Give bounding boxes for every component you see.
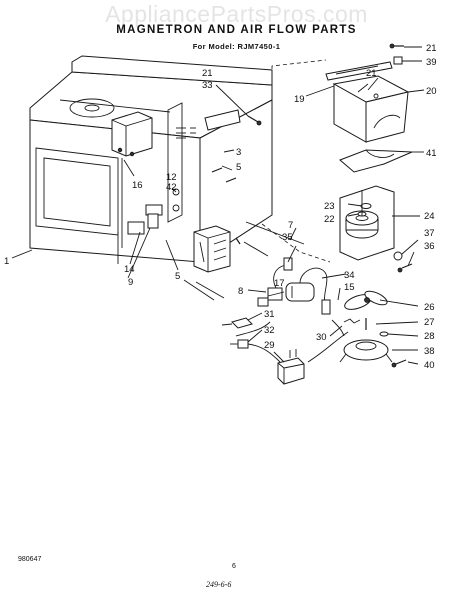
callout-38: 38 (424, 346, 435, 357)
callout-35: 35 (282, 232, 293, 243)
callout-9: 9 (128, 277, 133, 288)
callout-28: 28 (424, 331, 435, 342)
model-subtitle: For Model: RJM7450-1 (192, 42, 281, 51)
air-guide-assembly (325, 43, 413, 173)
callout-33: 33 (202, 80, 213, 91)
callout-7: 7 (288, 220, 293, 231)
callout-21-c: 21 (202, 68, 213, 79)
fan-motor-assembly (339, 185, 413, 273)
callout-17: 17 (274, 278, 285, 289)
callout-19: 19 (294, 94, 305, 105)
callout-23: 23 (324, 201, 335, 212)
callout-14: 14 (124, 264, 135, 275)
callout-22: 22 (324, 214, 335, 225)
callout-29: 29 (264, 340, 275, 351)
callout-32: 32 (264, 325, 275, 336)
callout-39: 39 (426, 57, 437, 68)
callout-12: 12 (166, 172, 177, 183)
handwritten-note: 249-6-6 (206, 580, 232, 589)
callout-8: 8 (238, 286, 243, 297)
page-number: 6 (232, 563, 236, 570)
callout-36: 36 (424, 241, 435, 252)
callout-31: 31 (264, 309, 275, 320)
watermark: AppliancePartsPros.com (105, 1, 368, 27)
fan-blade-and-base (339, 290, 407, 368)
callout-40: 40 (424, 360, 435, 371)
callout-21-b: 21 (366, 68, 377, 79)
callout-numbers: 21 39 19 21 20 21 33 3 5 41 16 12 42 23 … (4, 43, 437, 371)
callout-20: 20 (426, 86, 437, 97)
callout-16: 16 (132, 180, 143, 191)
capacitor-assembly (221, 257, 331, 385)
callout-27: 27 (424, 317, 435, 328)
callout-21-a: 21 (426, 43, 437, 54)
callout-26: 26 (424, 302, 435, 313)
callout-30: 30 (316, 332, 327, 343)
leader-lines (11, 46, 425, 365)
callout-5-b: 5 (175, 271, 180, 282)
callout-42: 42 (166, 182, 177, 193)
callout-24: 24 (424, 211, 435, 222)
callout-34: 34 (344, 270, 355, 281)
callout-3: 3 (236, 147, 241, 158)
callout-41: 41 (426, 148, 437, 159)
cabinet-assembly (29, 55, 273, 263)
callout-5-a: 5 (236, 162, 241, 173)
callout-15: 15 (344, 282, 355, 293)
wire-leads (235, 319, 349, 363)
diagram-title: MAGNETRON AND AIR FLOW PARTS (116, 24, 357, 36)
callout-1: 1 (4, 256, 9, 267)
transformer (193, 225, 241, 273)
document-number: 980647 (18, 556, 42, 563)
callout-37: 37 (424, 228, 435, 239)
